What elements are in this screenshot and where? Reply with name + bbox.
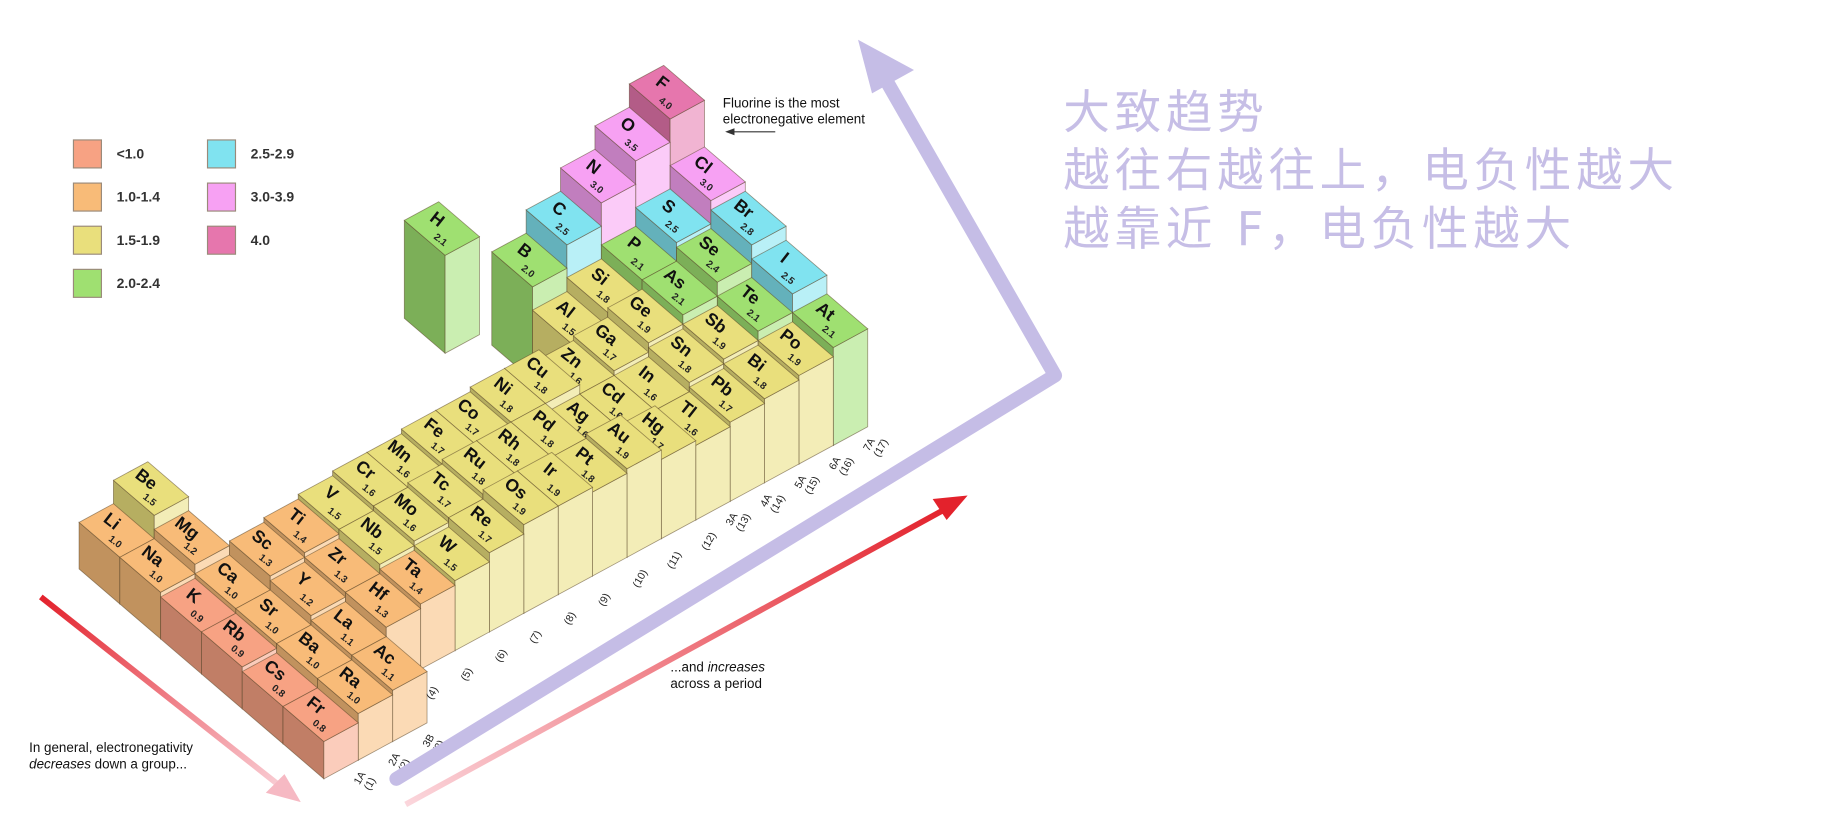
block-top-face bbox=[791, 293, 869, 348]
group-label: 5A(15) bbox=[793, 474, 822, 496]
block-top-face bbox=[282, 687, 359, 743]
legend-label: 1.5-1.9 bbox=[117, 232, 161, 248]
legend-label: 1.0-1.4 bbox=[117, 189, 161, 205]
legend-label: 2.5-2.9 bbox=[251, 146, 295, 162]
group-note-post: down a group... bbox=[91, 756, 187, 771]
group-label-number: (10) bbox=[631, 568, 650, 590]
group-label: (9) bbox=[597, 592, 613, 609]
block-top-face bbox=[379, 549, 456, 605]
legend-label: 3.0-3.9 bbox=[251, 189, 295, 205]
legend-item: 2.5-2.9 bbox=[206, 139, 295, 169]
element-block-h: H2.1 bbox=[403, 201, 481, 355]
fluorine-note: Fluorine is the most electronegative ele… bbox=[723, 95, 865, 136]
block-front-face bbox=[832, 328, 869, 447]
group-label-number: (8) bbox=[563, 610, 579, 627]
period-note-pre: ...and bbox=[670, 660, 707, 675]
group-label: (8) bbox=[563, 610, 579, 627]
block-top-face bbox=[559, 148, 637, 204]
group-label-number: (6) bbox=[494, 648, 510, 665]
legend-swatch bbox=[72, 182, 103, 212]
group-label-number: (5) bbox=[459, 666, 475, 683]
group-note-em: decreases bbox=[29, 756, 91, 771]
block-top-face bbox=[723, 344, 800, 400]
group-label: (6) bbox=[494, 648, 510, 665]
legend-swatch bbox=[72, 268, 103, 298]
trend-arrow-purple bbox=[389, 39, 1063, 786]
legend-item: <1.0 bbox=[72, 139, 145, 169]
increase-across-period-arrow bbox=[404, 495, 968, 808]
legend-swatch bbox=[206, 225, 237, 255]
group-label: 7A(17) bbox=[862, 437, 891, 459]
legend-swatch bbox=[206, 139, 237, 169]
block-top-face bbox=[669, 146, 747, 202]
group-label: (7) bbox=[528, 629, 544, 646]
legend-item: 2.0-2.4 bbox=[72, 268, 161, 298]
legend-item: 1.0-1.4 bbox=[72, 182, 161, 212]
decrease-down-group-arrow bbox=[38, 594, 301, 803]
group-label-number: (12) bbox=[700, 531, 719, 553]
legend-label: 4.0 bbox=[251, 232, 271, 248]
element-block-fr: Fr0.8 bbox=[282, 687, 359, 780]
group-label: 4A(14) bbox=[759, 493, 788, 515]
legend-item: 1.5-1.9 bbox=[72, 225, 161, 255]
block-top-face bbox=[751, 239, 828, 295]
group-label-number: (9) bbox=[597, 592, 613, 609]
chinese-notes: 大致趋势 越往右越往上，电负性越大 越靠近 F，电负性越大 bbox=[1063, 85, 1678, 256]
group-label: (5) bbox=[459, 666, 475, 683]
group-label-number: (7) bbox=[528, 629, 544, 646]
legend: <1.0 1.0-1.4 1.5-1.9 2.0-2.4 2.5-2.9 3.0-3.9 4… bbox=[72, 139, 295, 298]
legend-swatch bbox=[72, 225, 103, 255]
fluorine-note-line1: Fluorine is the most bbox=[723, 95, 840, 110]
block-top-face bbox=[413, 526, 491, 582]
block-top-face bbox=[710, 190, 787, 246]
chinese-note-line1: 大致趋势 bbox=[1063, 85, 1268, 139]
block-top-face bbox=[585, 414, 663, 470]
block-top-face bbox=[351, 636, 428, 691]
block-top-face bbox=[482, 470, 559, 526]
legend-item: 4.0 bbox=[206, 225, 271, 255]
group-label: (10) bbox=[631, 568, 650, 590]
legend-item: 3.0-3.9 bbox=[206, 182, 295, 212]
group-label: 3A(13) bbox=[724, 511, 753, 533]
block-top-face bbox=[447, 498, 525, 554]
group-label: 1A(1) bbox=[352, 770, 378, 792]
period-note: ...and increases across a period bbox=[670, 660, 765, 691]
block-front-face bbox=[444, 236, 480, 354]
block-top-face bbox=[688, 367, 766, 423]
svg-text:decreases down a group...: decreases down a group... bbox=[29, 756, 187, 771]
legend-swatch bbox=[206, 182, 237, 212]
block-top-face bbox=[344, 573, 422, 628]
chinese-note-line3: 越靠近 F，电负性越大 bbox=[1063, 202, 1576, 256]
block-top-face bbox=[757, 321, 835, 376]
period-note-line2: across a period bbox=[670, 676, 762, 691]
block-top-face bbox=[112, 461, 190, 516]
group-label: 6A(16) bbox=[828, 455, 857, 477]
group-label-number: (11) bbox=[666, 550, 684, 571]
block-top-face bbox=[316, 659, 394, 715]
fluorine-note-line2: electronegative element bbox=[723, 112, 865, 127]
chinese-note-line2: 越往右越往上，电负性越大 bbox=[1063, 144, 1678, 198]
block-top-face bbox=[491, 232, 568, 288]
group-note: In general, electronegativity decreases … bbox=[29, 740, 193, 771]
svg-text:...and increases: ...and increases bbox=[670, 660, 765, 675]
group-note-line1: In general, electronegativity bbox=[29, 740, 193, 755]
legend-label: 2.0-2.4 bbox=[117, 275, 161, 291]
legend-swatch bbox=[72, 139, 103, 169]
periodic-table-blocks: F4.0O3.5Cl3.0N3.0S2.5Br2.8C2.5P2.1Se2.4I… bbox=[78, 64, 869, 780]
group-label: (12) bbox=[700, 531, 719, 553]
group-label: (11) bbox=[666, 550, 684, 571]
block-top-face bbox=[403, 201, 481, 256]
period-note-em: increases bbox=[708, 660, 766, 675]
block-top-face bbox=[628, 64, 706, 120]
block-top-face bbox=[594, 106, 671, 162]
legend-label: <1.0 bbox=[117, 146, 145, 162]
block-top-face bbox=[525, 190, 603, 246]
